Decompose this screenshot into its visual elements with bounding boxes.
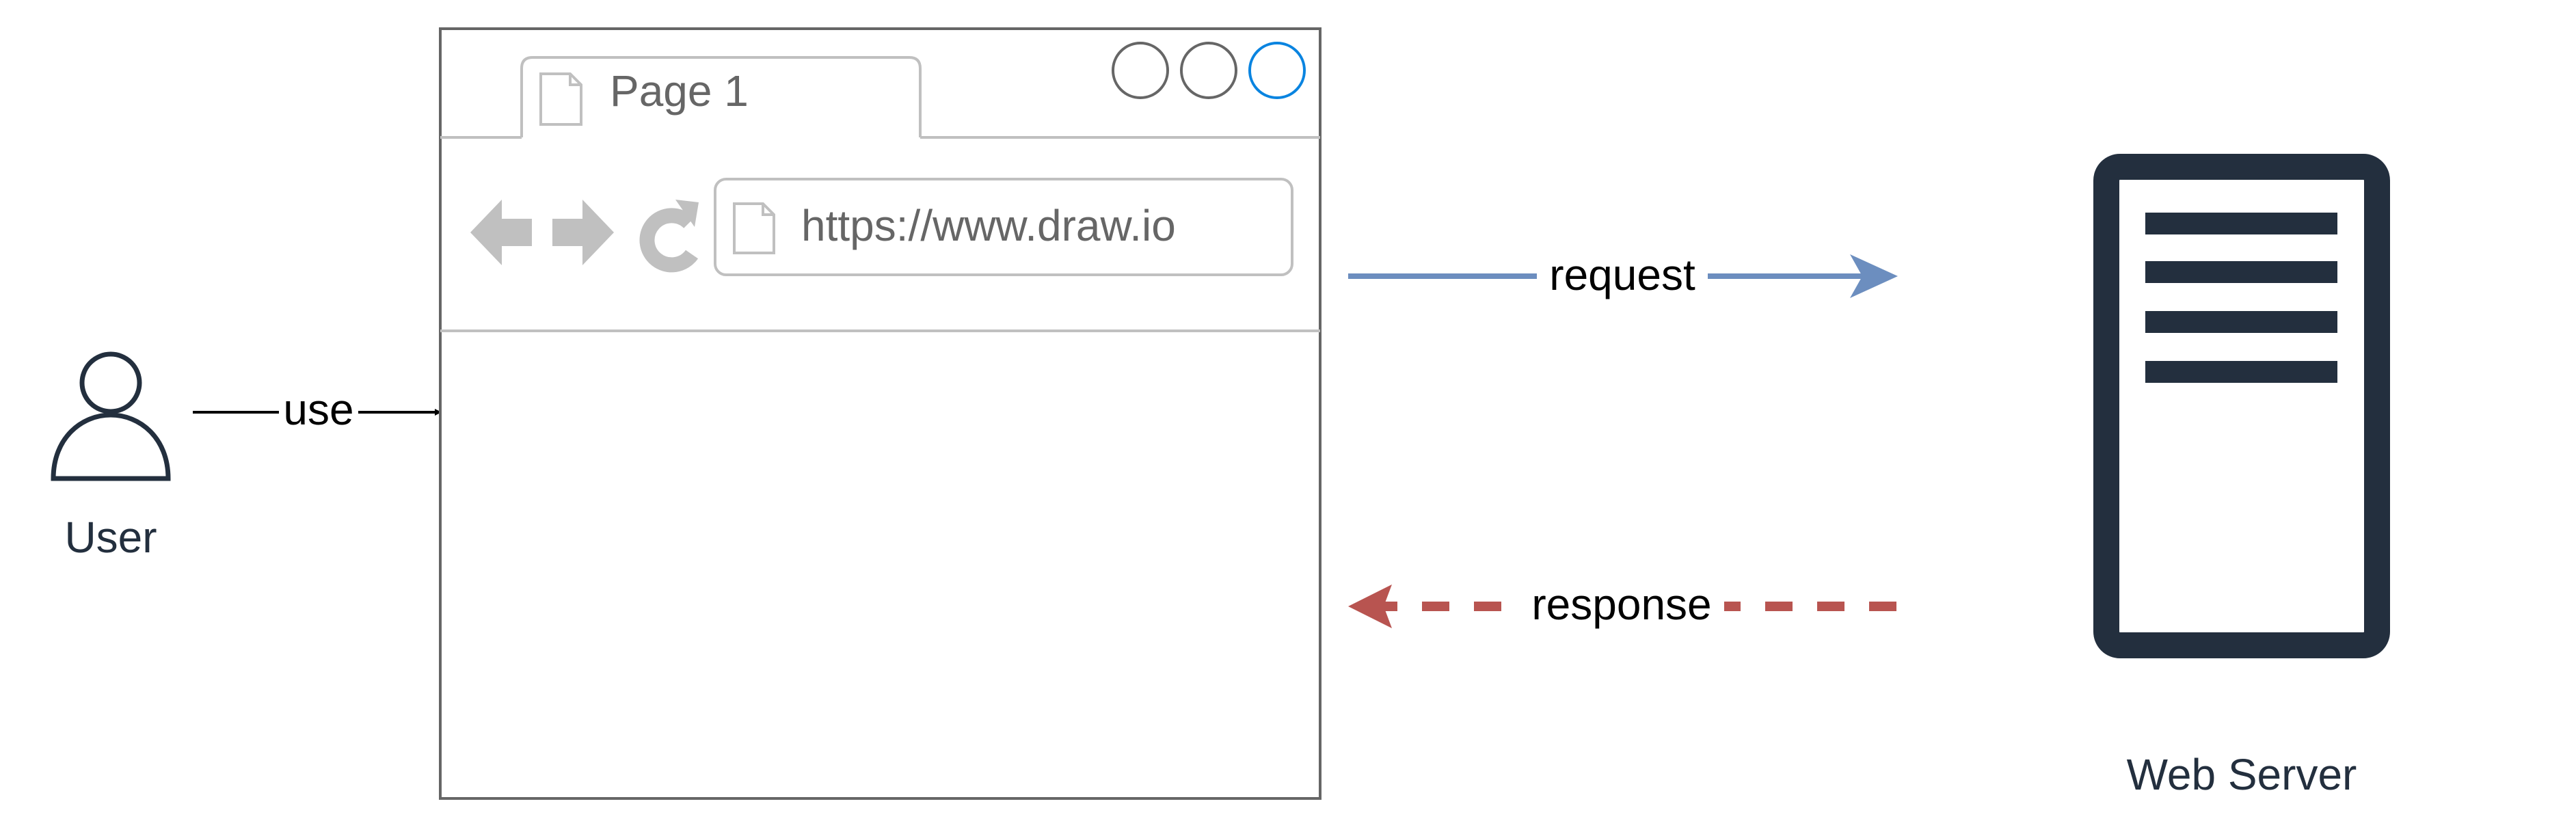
back-arrow-icon[interactable]: [470, 200, 532, 265]
browser-frame: [439, 27, 1321, 800]
minimize-button[interactable]: [1112, 42, 1169, 99]
browser-content-area: [443, 334, 1317, 796]
reload-icon[interactable]: [639, 200, 699, 273]
request-edge: request: [1348, 250, 1898, 299]
user-actor: User: [51, 351, 171, 562]
address-bar[interactable]: https://www.draw.io: [714, 178, 1293, 276]
server-icon: [2093, 154, 2390, 658]
url-text: https://www.draw.io: [801, 201, 1176, 250]
user-icon: [51, 351, 171, 481]
use-label: use: [283, 385, 353, 434]
server-label: Web Server: [2127, 750, 2357, 799]
use-edge: use: [193, 385, 442, 434]
request-label: request: [1549, 250, 1695, 299]
page-icon: [733, 202, 775, 254]
web-server: Web Server: [2093, 154, 2390, 799]
close-button[interactable]: [1248, 42, 1306, 99]
browser-tab[interactable]: Page 1: [520, 56, 922, 137]
tab-label: Page 1: [610, 66, 749, 116]
response-edge: response: [1348, 580, 1896, 629]
forward-arrow-icon[interactable]: [552, 200, 614, 265]
browser-window: Page 1 https://www.draw.io: [439, 27, 1321, 800]
maximize-button[interactable]: [1180, 42, 1237, 99]
page-icon: [539, 72, 582, 126]
user-label: User: [64, 513, 157, 562]
response-label: response: [1531, 580, 1711, 629]
